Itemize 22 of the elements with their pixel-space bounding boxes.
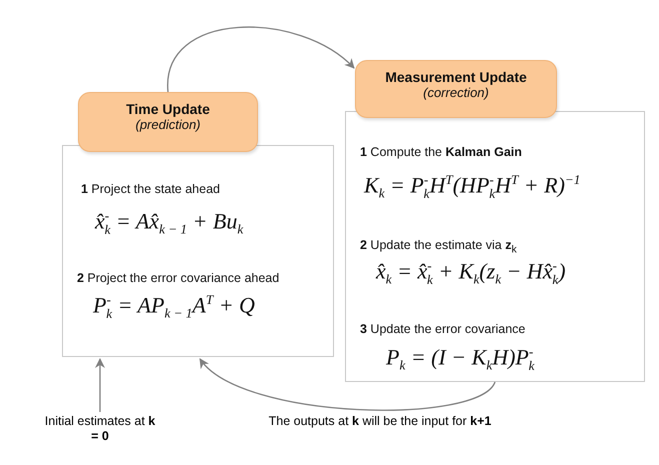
header-subtitle: (correction): [422, 85, 490, 100]
panel-box: [345, 111, 645, 382]
arrow: [167, 26, 355, 92]
edge-label: The outputs at k will be the input for k+1: [268, 414, 492, 429]
header-subtitle: (prediction): [134, 117, 202, 132]
arrow: [199, 358, 496, 411]
header-title: Time Update: [125, 101, 211, 117]
header-tab: [355, 60, 557, 118]
equation: P$^{-}$$_{k}$ = AP$_{k − 1}$A$^{T}$ + Q: [93, 292, 255, 322]
step-text: 2 Project the error covariance ahead: [77, 271, 280, 285]
panel-box: [62, 145, 334, 357]
arrow: [95, 358, 105, 412]
step-text: 2 Update the estimate via z$_{k}$: [360, 238, 517, 256]
equation: K$_{k}$ = P$^{-}$$_{k}$H$^{T}$(HP$^{-}$$_{k}$H$^{T}$ + R)$^{−1}$: [364, 172, 580, 202]
step-text: 1 Project the state ahead: [81, 182, 220, 196]
equation: x̂$_{k}$ = x̂$^{-}$$_{k}$ + K$_{k}$(z$_{k}$ − Hx̂$^{-}$$_{k}$): [376, 258, 566, 288]
step-text: 1 Compute the Kalman Gain: [360, 145, 522, 159]
note-text: Initial estimates at k = 0: [40, 414, 160, 448]
equation: x̂$^{-}$$_{k}$ = Ax̂$_{k − 1}$ + Bu$_{k}$: [95, 208, 244, 238]
header-title: Measurement Update: [384, 69, 528, 85]
step-text: 3 Update the error covariance: [360, 322, 526, 336]
header-tab: [78, 92, 258, 152]
